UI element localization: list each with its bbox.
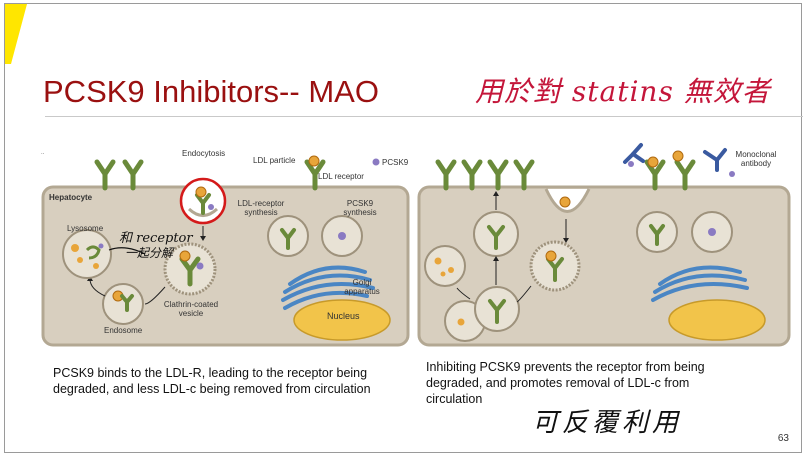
right-caption: Inhibiting PCSK9 prevents the receptor f…: [426, 360, 705, 406]
right-figure: Monoclonal antibody: [5, 4, 803, 354]
label-lysosome: Lysosome: [67, 224, 104, 233]
label-ldl-particle: LDL particle: [253, 156, 296, 165]
left-caption: PCSK9 binds to the LDL-R, leading to the…: [53, 366, 371, 396]
left-figure: Hepatocyte Endocytosis LDL particle PCSK…: [5, 4, 415, 354]
slide-title: PCSK9 Inhibitors-- MAO: [43, 74, 379, 109]
label-ldl-receptor: LDL receptor: [318, 172, 364, 181]
label-endocytosis: Endocytosis: [182, 149, 226, 158]
label-endosome: Endosome: [104, 326, 143, 335]
handwritten-right-note: 可反覆利用: [532, 408, 683, 438]
label-monoclonal-antibody: Monoclonal antibody: [735, 150, 777, 168]
title-divider: [45, 116, 803, 117]
label-ldl-receptor-synthesis: LDL-receptor synthesis: [237, 199, 285, 217]
handwritten-note-line2: 一起分解: [125, 246, 174, 260]
label-nucleus: Nucleus: [327, 311, 360, 321]
label-golgi-apparatus: Golgi apparatus: [344, 278, 380, 296]
label-hepatocyte: Hepatocyte: [49, 193, 93, 202]
handwritten-note-line1: 和 receptor: [119, 231, 193, 246]
left-figure-illustration: [41, 155, 410, 347]
handwritten-title-note: 用於對 statins 無效者: [475, 75, 771, 108]
right-figure-illustration: [417, 143, 791, 347]
label-pcsk9-synthesis: PCSK9 synthesis: [343, 199, 377, 217]
slide: PCSK9 Inhibitors-- MAO 用於對 statins 無效者 .…: [4, 3, 803, 453]
yellow-corner-mark: [5, 4, 27, 64]
label-clathrin-coated-vesicle: Clathrin-coated vesicle: [163, 300, 219, 318]
label-pcsk9: PCSK9: [382, 158, 409, 167]
small-dots: ..: [41, 150, 45, 156]
page-number: 63: [777, 433, 789, 444]
